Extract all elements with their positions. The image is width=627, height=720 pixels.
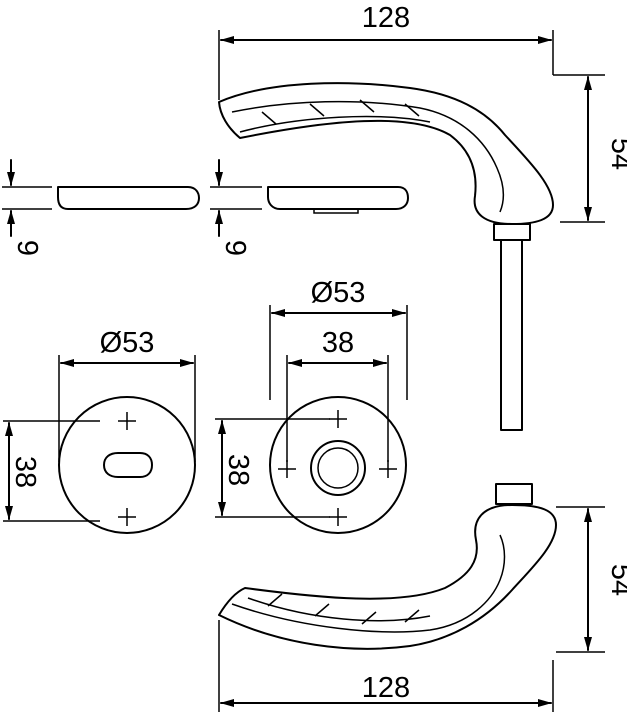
dimension-label: 128 <box>362 2 410 34</box>
lever-handle-top <box>218 30 554 431</box>
dimension-label: 9 <box>219 240 251 256</box>
dimension-lever-length-top: 128 <box>220 2 552 44</box>
dimension-label: 38 <box>9 456 41 488</box>
rose-side-view-right <box>267 186 409 214</box>
dimension-lever-length-bottom: 128 <box>220 672 552 707</box>
dimension-rose-diameter-right: Ø53 <box>269 277 408 400</box>
dimension-label: Ø53 <box>100 327 155 359</box>
rose-spindle-front <box>269 396 407 534</box>
dimension-label: 128 <box>362 672 410 704</box>
dimension-label: 54 <box>605 138 627 170</box>
dimension-rose-fixing-spacing: 38 <box>286 327 389 462</box>
dimension-escutcheon-diameter-left: Ø53 <box>58 327 196 462</box>
dimension-rose-thickness-left: 9 <box>2 159 52 256</box>
dimension-label: 54 <box>605 564 627 596</box>
dimension-escutcheon-height-left: 38 <box>3 420 100 522</box>
lever-handle-bottom <box>218 483 557 712</box>
escutcheon-keyhole-front <box>58 396 196 534</box>
dimension-lever-height-bottom: 54 <box>556 506 627 653</box>
dimension-rose-height-right: 38 <box>215 418 330 518</box>
dimension-label: Ø53 <box>311 277 366 309</box>
dimension-lever-height-top: 54 <box>553 74 627 223</box>
dimension-label: 9 <box>11 240 43 256</box>
rose-side-view-left <box>57 186 200 210</box>
dimension-label: 38 <box>322 327 354 359</box>
dimension-label: 38 <box>222 454 254 486</box>
dimension-rose-thickness-right: 9 <box>210 159 262 256</box>
